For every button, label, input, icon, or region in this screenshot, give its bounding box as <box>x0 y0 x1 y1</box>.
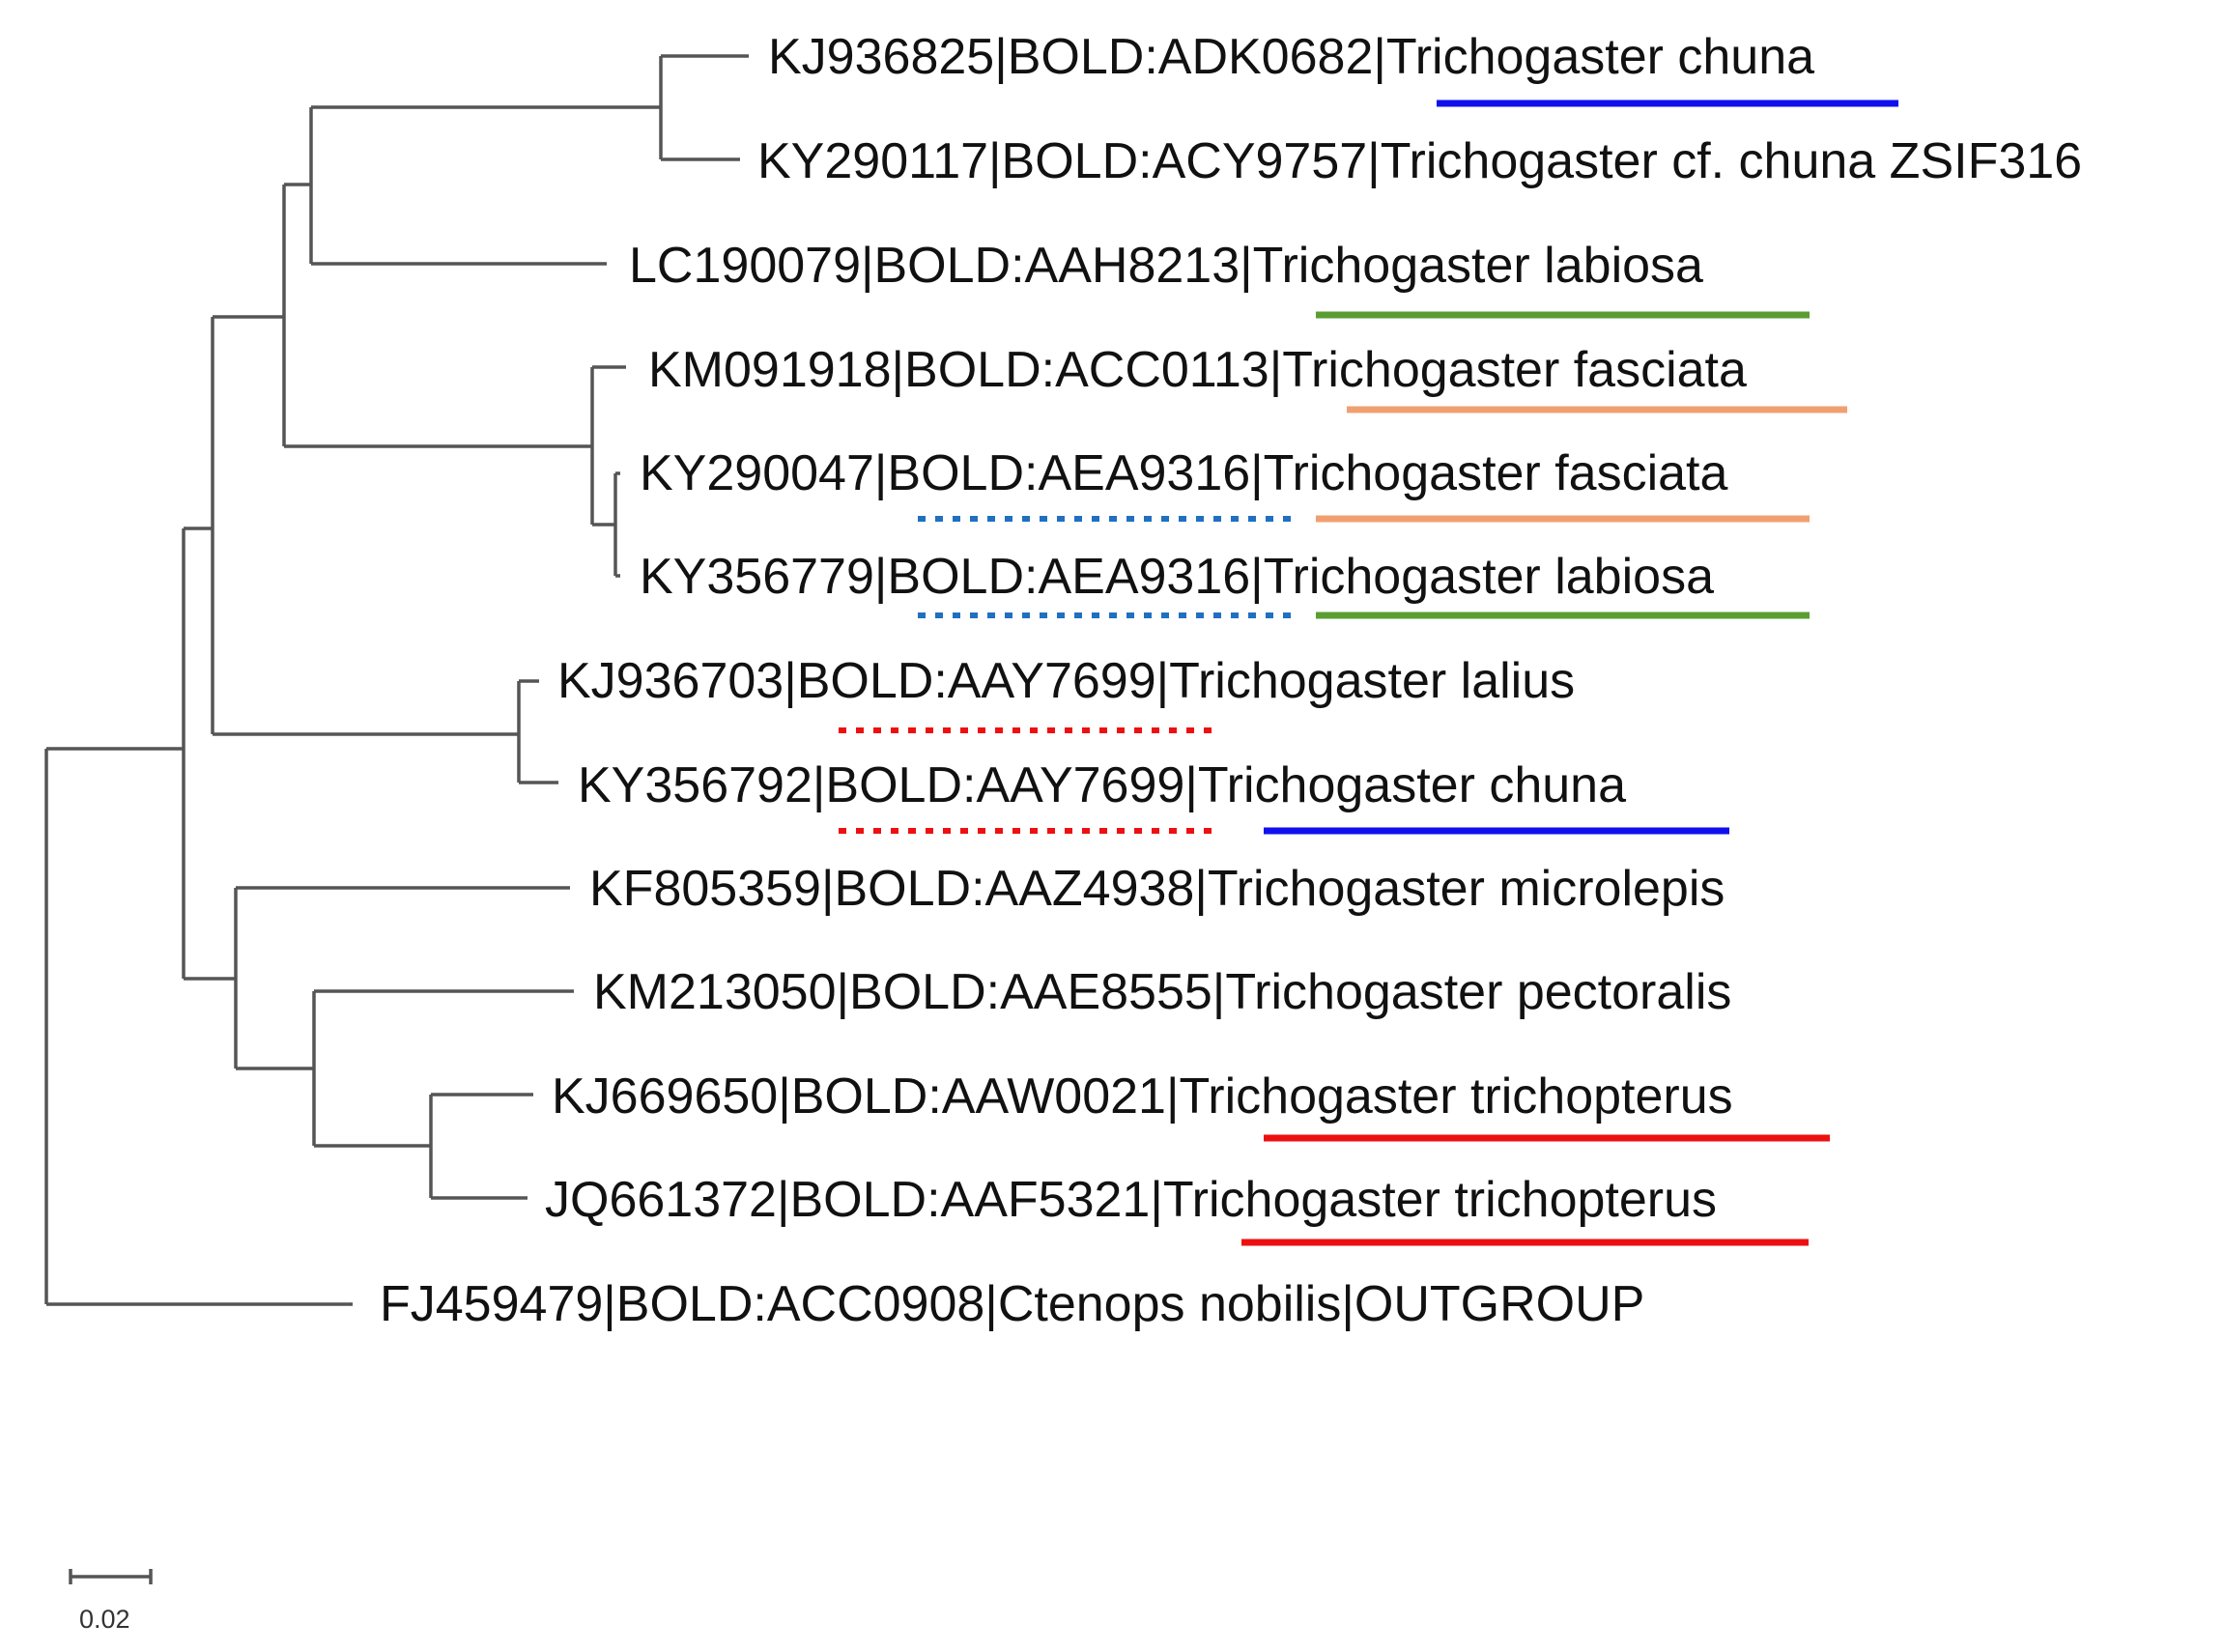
tip-label-8: KY356792|BOLD:AAY7699|Trichogaster chuna <box>578 757 1626 813</box>
tip-label-6: KY356779|BOLD:AEA9316|Trichogaster labio… <box>640 549 1714 605</box>
tip-label-4: KM091918|BOLD:ACC0113|Trichogaster fasci… <box>648 342 1747 398</box>
tip-label-5: KY290047|BOLD:AEA9316|Trichogaster fasci… <box>640 445 1727 501</box>
tip-label-3: LC190079|BOLD:AAH8213|Trichogaster labio… <box>629 238 1703 294</box>
tip-label-13: FJ459479|BOLD:ACC0908|Ctenops nobilis|OU… <box>380 1276 1644 1332</box>
tip-label-9: KF805359|BOLD:AAZ4938|Trichogaster micro… <box>589 861 1725 917</box>
tip-label-2: KY290117|BOLD:ACY9757|Trichogaster cf. c… <box>757 133 2082 189</box>
tip-label-12: JQ661372|BOLD:AAF5321|Trichogaster trich… <box>545 1172 1717 1228</box>
tip-label-11: KJ669650|BOLD:AAW0021|Trichogaster trich… <box>552 1068 1733 1125</box>
tip-label-7: KJ936703|BOLD:AAY7699|Trichogaster laliu… <box>557 653 1575 709</box>
tip-label-1: KJ936825|BOLD:ADK0682|Trichogaster chuna <box>768 29 1814 85</box>
tip-label-10: KM213050|BOLD:AAE8555|Trichogaster pecto… <box>593 964 1731 1020</box>
highlight-underlines <box>839 100 1898 1246</box>
tree-branches <box>44 54 749 1306</box>
scale-bar-label: 0.02 <box>79 1605 130 1634</box>
